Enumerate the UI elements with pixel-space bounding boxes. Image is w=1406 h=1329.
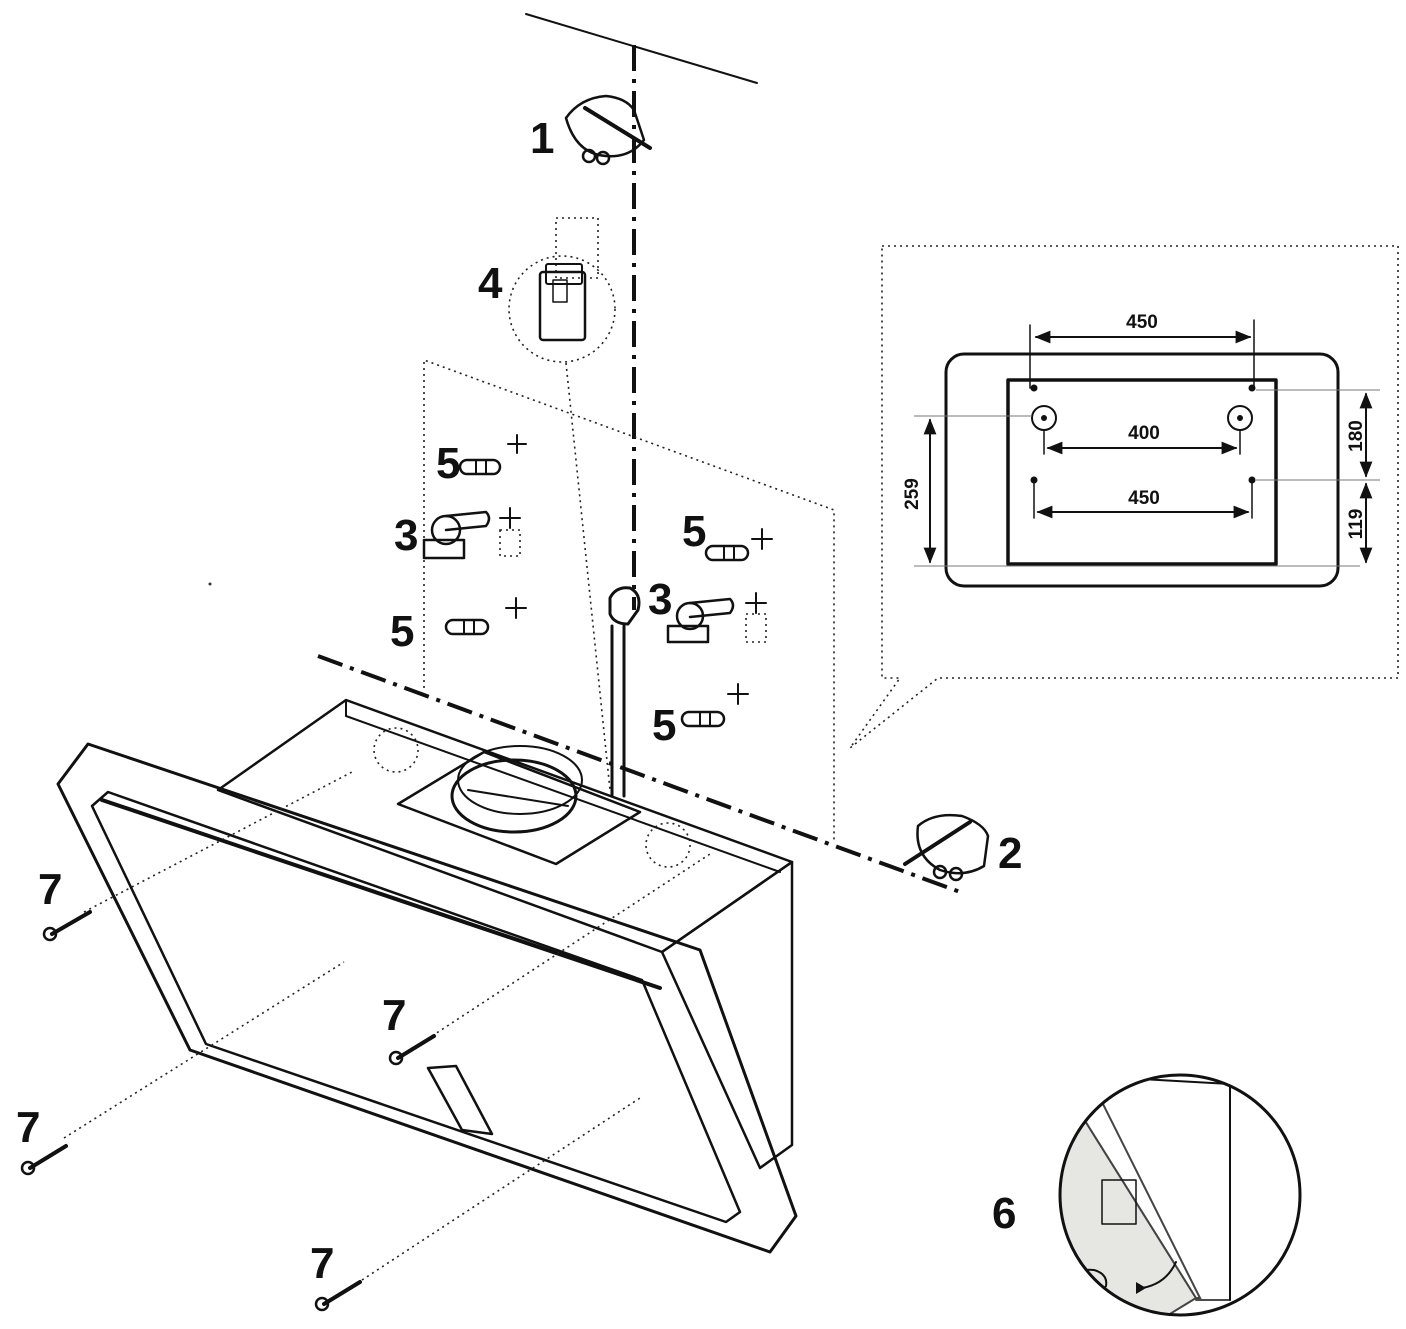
leader-line xyxy=(565,362,611,791)
callout-7a: 7 xyxy=(38,865,62,914)
screw-icon xyxy=(20,1144,68,1176)
wall-plug-icon xyxy=(444,597,527,636)
stray-dot xyxy=(208,582,212,586)
hanging-bracket-icon xyxy=(666,592,767,644)
callout-5d: 5 xyxy=(652,701,676,750)
wall-plug-icon xyxy=(458,434,527,476)
hanging-bracket-icon xyxy=(422,507,521,560)
horizontal-axis xyxy=(317,654,961,894)
callout-3b: 3 xyxy=(648,575,672,624)
ceiling-line xyxy=(525,13,758,84)
dimension-left-height: 259 xyxy=(902,478,923,510)
detail-callout-frame xyxy=(849,245,1399,749)
callout-7c: 7 xyxy=(16,1103,40,1152)
bracket-detail xyxy=(508,217,616,363)
callout-4: 4 xyxy=(478,259,503,308)
glass-front-panel xyxy=(56,742,798,1254)
pencil-hand-icon xyxy=(903,813,990,882)
callout-5c: 5 xyxy=(390,607,414,656)
dimension-top-width: 450 xyxy=(1126,312,1158,333)
screw-icon xyxy=(314,1280,362,1312)
dimension-upper-right-height: 180 xyxy=(1346,420,1367,452)
screw-guide xyxy=(63,961,345,1139)
dimension-lower-right-height: 119 xyxy=(1346,509,1367,540)
hose-clamp-icon xyxy=(608,586,641,798)
callout-5a: 5 xyxy=(436,439,460,488)
screw-icon xyxy=(42,910,92,942)
dimension-bottom-width: 450 xyxy=(1128,488,1160,509)
screw-guide xyxy=(431,853,711,1037)
cooker-hood-body xyxy=(216,698,794,1170)
callout-7d: 7 xyxy=(310,1239,334,1288)
screw-guide xyxy=(361,1097,641,1281)
wall-plug-icon xyxy=(704,528,773,562)
callout-5b: 5 xyxy=(682,507,706,556)
dimension-middle-width: 400 xyxy=(1128,423,1160,444)
callout-7b: 7 xyxy=(382,991,406,1040)
pencil-hand-icon xyxy=(564,94,652,166)
screw-guide xyxy=(83,771,353,913)
callout-6: 6 xyxy=(992,1189,1016,1238)
callout-1: 1 xyxy=(530,114,554,163)
wall-plug-icon xyxy=(680,683,749,728)
glass-panel-detail xyxy=(1058,1073,1302,1317)
callout-2: 2 xyxy=(998,829,1022,878)
screw-icon xyxy=(388,1034,436,1066)
wall-template-outline xyxy=(423,358,835,840)
mounting-dimension-drawing xyxy=(914,319,1380,588)
callout-3a: 3 xyxy=(394,511,418,560)
